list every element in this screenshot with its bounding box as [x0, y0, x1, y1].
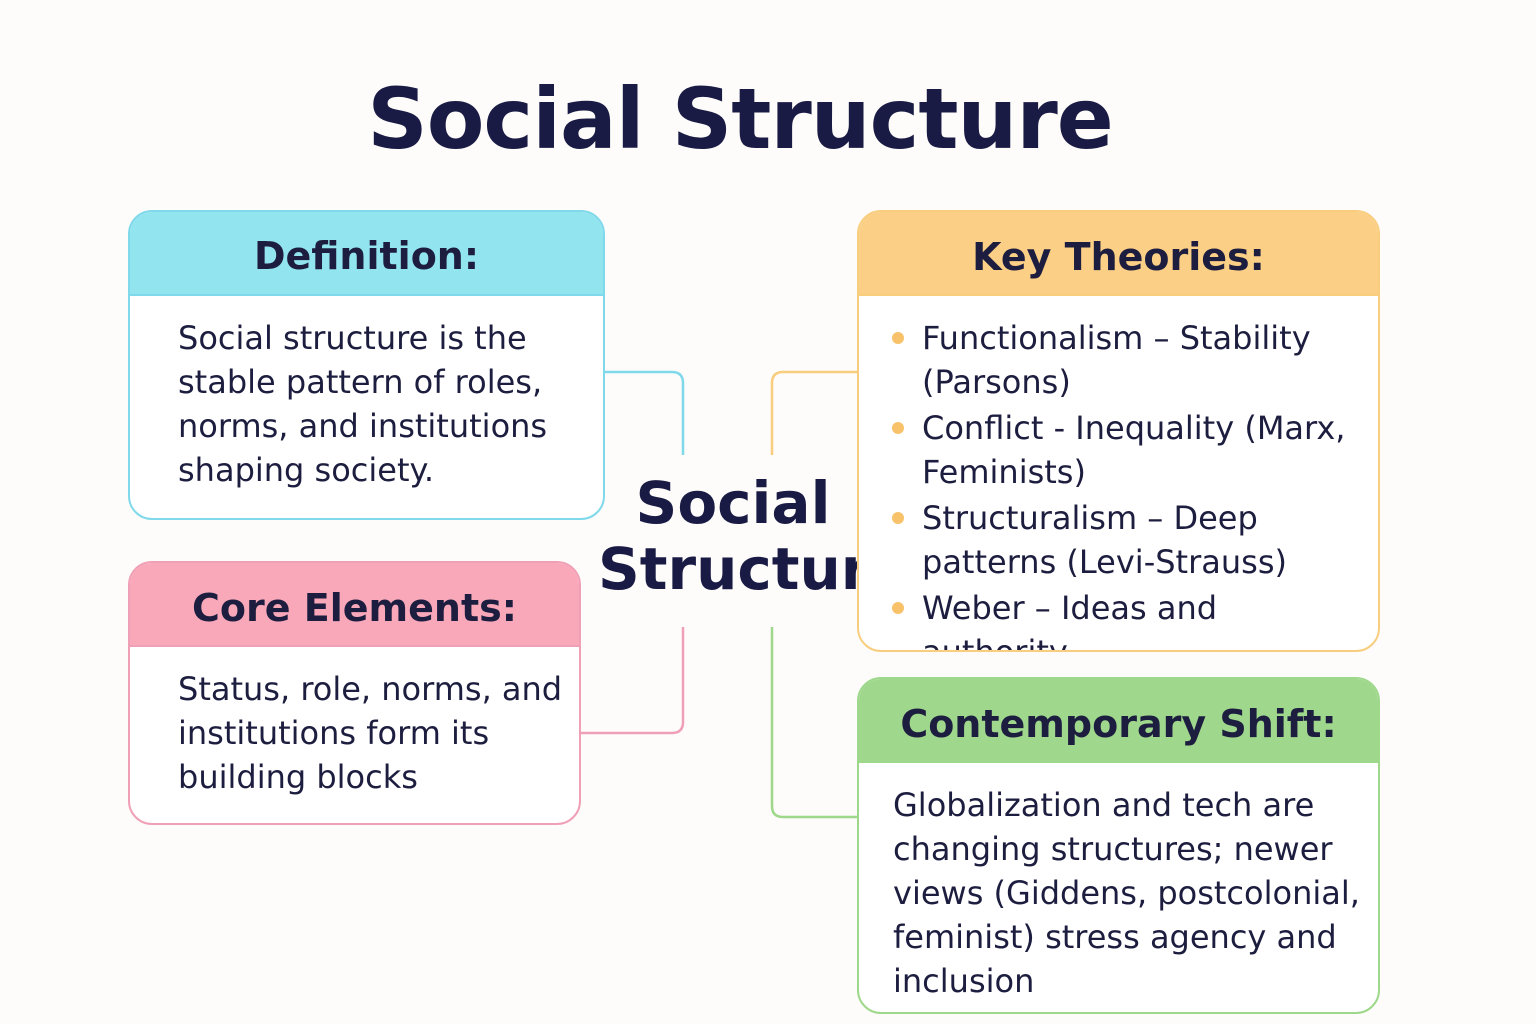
- definition-heading: Definition:: [130, 212, 603, 296]
- central-node: Social Structure: [598, 469, 909, 603]
- key-theories-body: Functionalism – Stability (Parsons) Conf…: [859, 296, 1378, 652]
- bullet-dot-icon: [892, 422, 904, 434]
- connector-key-theories: [770, 370, 857, 455]
- theory-text: Structuralism – Deep patterns (Levi-Stra…: [922, 499, 1287, 581]
- bullet-dot-icon: [892, 602, 904, 614]
- page-title: Social Structure: [367, 70, 1114, 168]
- contemporary-shift-text: Globalization and tech are changing stru…: [893, 786, 1360, 1000]
- contemporary-shift-card: Contemporary Shift: Globalization and te…: [857, 677, 1380, 1014]
- key-theories-card: Key Theories: Functionalism – Stability …: [857, 210, 1380, 652]
- bullet-dot-icon: [892, 512, 904, 524]
- bullet-dot-icon: [892, 332, 904, 344]
- list-item: Conflict - Inequality (Marx, Feminists): [859, 406, 1378, 494]
- definition-card: Definition: Social structure is the stab…: [128, 210, 605, 520]
- theory-text: Conflict - Inequality (Marx, Feminists): [922, 409, 1346, 491]
- theory-text: Functionalism – Stability (Parsons): [922, 319, 1311, 401]
- definition-text: Social structure is the stable pattern o…: [178, 319, 548, 489]
- key-theories-heading: Key Theories:: [859, 212, 1378, 296]
- connector-core-elements: [581, 627, 685, 735]
- key-theories-list: Functionalism – Stability (Parsons) Conf…: [859, 316, 1378, 652]
- connector-contemporary-shift: [770, 627, 857, 819]
- central-node-line-2: Structure: [598, 535, 909, 603]
- list-item: Weber – Ideas and authority: [859, 586, 1378, 652]
- core-elements-card: Core Elements: Status, role, norms, and …: [128, 561, 581, 825]
- contemporary-shift-heading: Contemporary Shift:: [859, 679, 1378, 763]
- central-node-line-1: Social: [635, 469, 831, 537]
- theory-text: Weber – Ideas and authority: [922, 589, 1218, 652]
- core-elements-heading: Core Elements:: [130, 563, 579, 647]
- list-item: Functionalism – Stability (Parsons): [859, 316, 1378, 404]
- core-elements-text: Status, role, norms, and institutions fo…: [178, 670, 563, 796]
- list-item: Structuralism – Deep patterns (Levi-Stra…: [859, 496, 1378, 584]
- connector-definition: [605, 370, 685, 455]
